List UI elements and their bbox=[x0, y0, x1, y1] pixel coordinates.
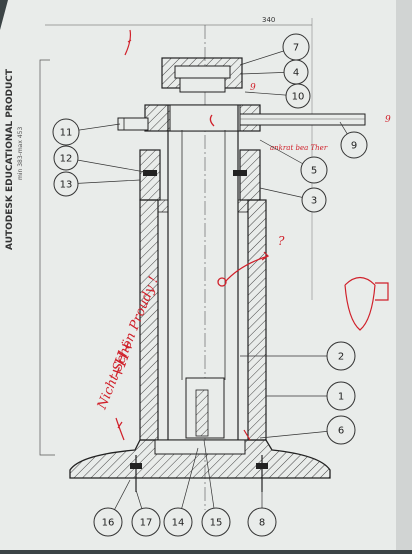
top-dimension-value: 340 bbox=[262, 16, 275, 24]
callout-balloon-5 bbox=[300, 156, 328, 184]
upper-nut bbox=[139, 149, 261, 201]
red-dome-sketch bbox=[344, 276, 389, 331]
callout-label-1: 1 bbox=[338, 392, 344, 403]
callout-balloon-14 bbox=[163, 507, 193, 537]
callout-label-4: 4 bbox=[293, 68, 299, 79]
red-circle-mark bbox=[217, 277, 227, 287]
callout-balloon-12 bbox=[53, 145, 79, 171]
callout-leader-12 bbox=[65, 157, 146, 173]
callout-balloon-3 bbox=[301, 187, 327, 213]
top-cap bbox=[161, 57, 243, 93]
callout-label-7: 7 bbox=[293, 43, 299, 54]
callout-label-8: 8 bbox=[259, 518, 265, 529]
callout-label-6: 6 bbox=[338, 426, 344, 437]
frame-line-left bbox=[39, 59, 55, 456]
red-mark-bottom bbox=[115, 417, 251, 441]
callout-balloon-9 bbox=[340, 131, 368, 159]
side-small-text: min 383-max 453 bbox=[17, 127, 24, 180]
callout-balloon-11 bbox=[52, 118, 80, 146]
callout-label-12: 12 bbox=[60, 154, 73, 165]
red-mark-nine: 9 bbox=[385, 115, 391, 125]
callout-label-13: 13 bbox=[60, 180, 73, 191]
red-mark-top-left bbox=[124, 29, 132, 56]
callout-balloon-1 bbox=[326, 381, 356, 411]
callout-label-11: 11 bbox=[60, 128, 73, 139]
red-dim-mark: 9 bbox=[250, 83, 256, 93]
spindle bbox=[167, 105, 239, 440]
callout-label-16: 16 bbox=[102, 518, 115, 529]
callout-label-15: 15 bbox=[210, 518, 223, 529]
callout-balloon-17 bbox=[131, 507, 161, 537]
callout-balloon-13 bbox=[53, 171, 79, 197]
callout-balloon-2 bbox=[326, 341, 356, 371]
red-question-mark: ? bbox=[278, 234, 285, 248]
callout-label-17: 17 bbox=[140, 518, 153, 529]
callout-label-10: 10 bbox=[292, 92, 305, 103]
callout-balloon-6 bbox=[326, 415, 356, 445]
callout-label-5: 5 bbox=[311, 166, 317, 177]
left-pin bbox=[117, 117, 149, 131]
callout-balloon-8 bbox=[247, 507, 277, 537]
callout-balloon-10 bbox=[285, 83, 311, 109]
paper-shadow-right bbox=[396, 0, 412, 550]
red-mark-handle bbox=[209, 114, 215, 127]
side-banner-text: AUTODESK EDUCATIONAL PRODUCT bbox=[5, 68, 15, 250]
callout-label-3: 3 bbox=[311, 196, 317, 207]
callout-label-2: 2 bbox=[338, 352, 344, 363]
red-note-under-plate: ankrat bea Ther bbox=[270, 144, 328, 152]
callout-label-9: 9 bbox=[351, 141, 357, 152]
handle-bar bbox=[239, 113, 366, 126]
base-plate bbox=[69, 439, 331, 492]
callout-balloon-16 bbox=[93, 507, 123, 537]
red-arrow-question bbox=[224, 251, 270, 283]
callout-label-14: 14 bbox=[172, 518, 185, 529]
housing bbox=[139, 199, 267, 441]
callout-balloon-15 bbox=[201, 507, 231, 537]
